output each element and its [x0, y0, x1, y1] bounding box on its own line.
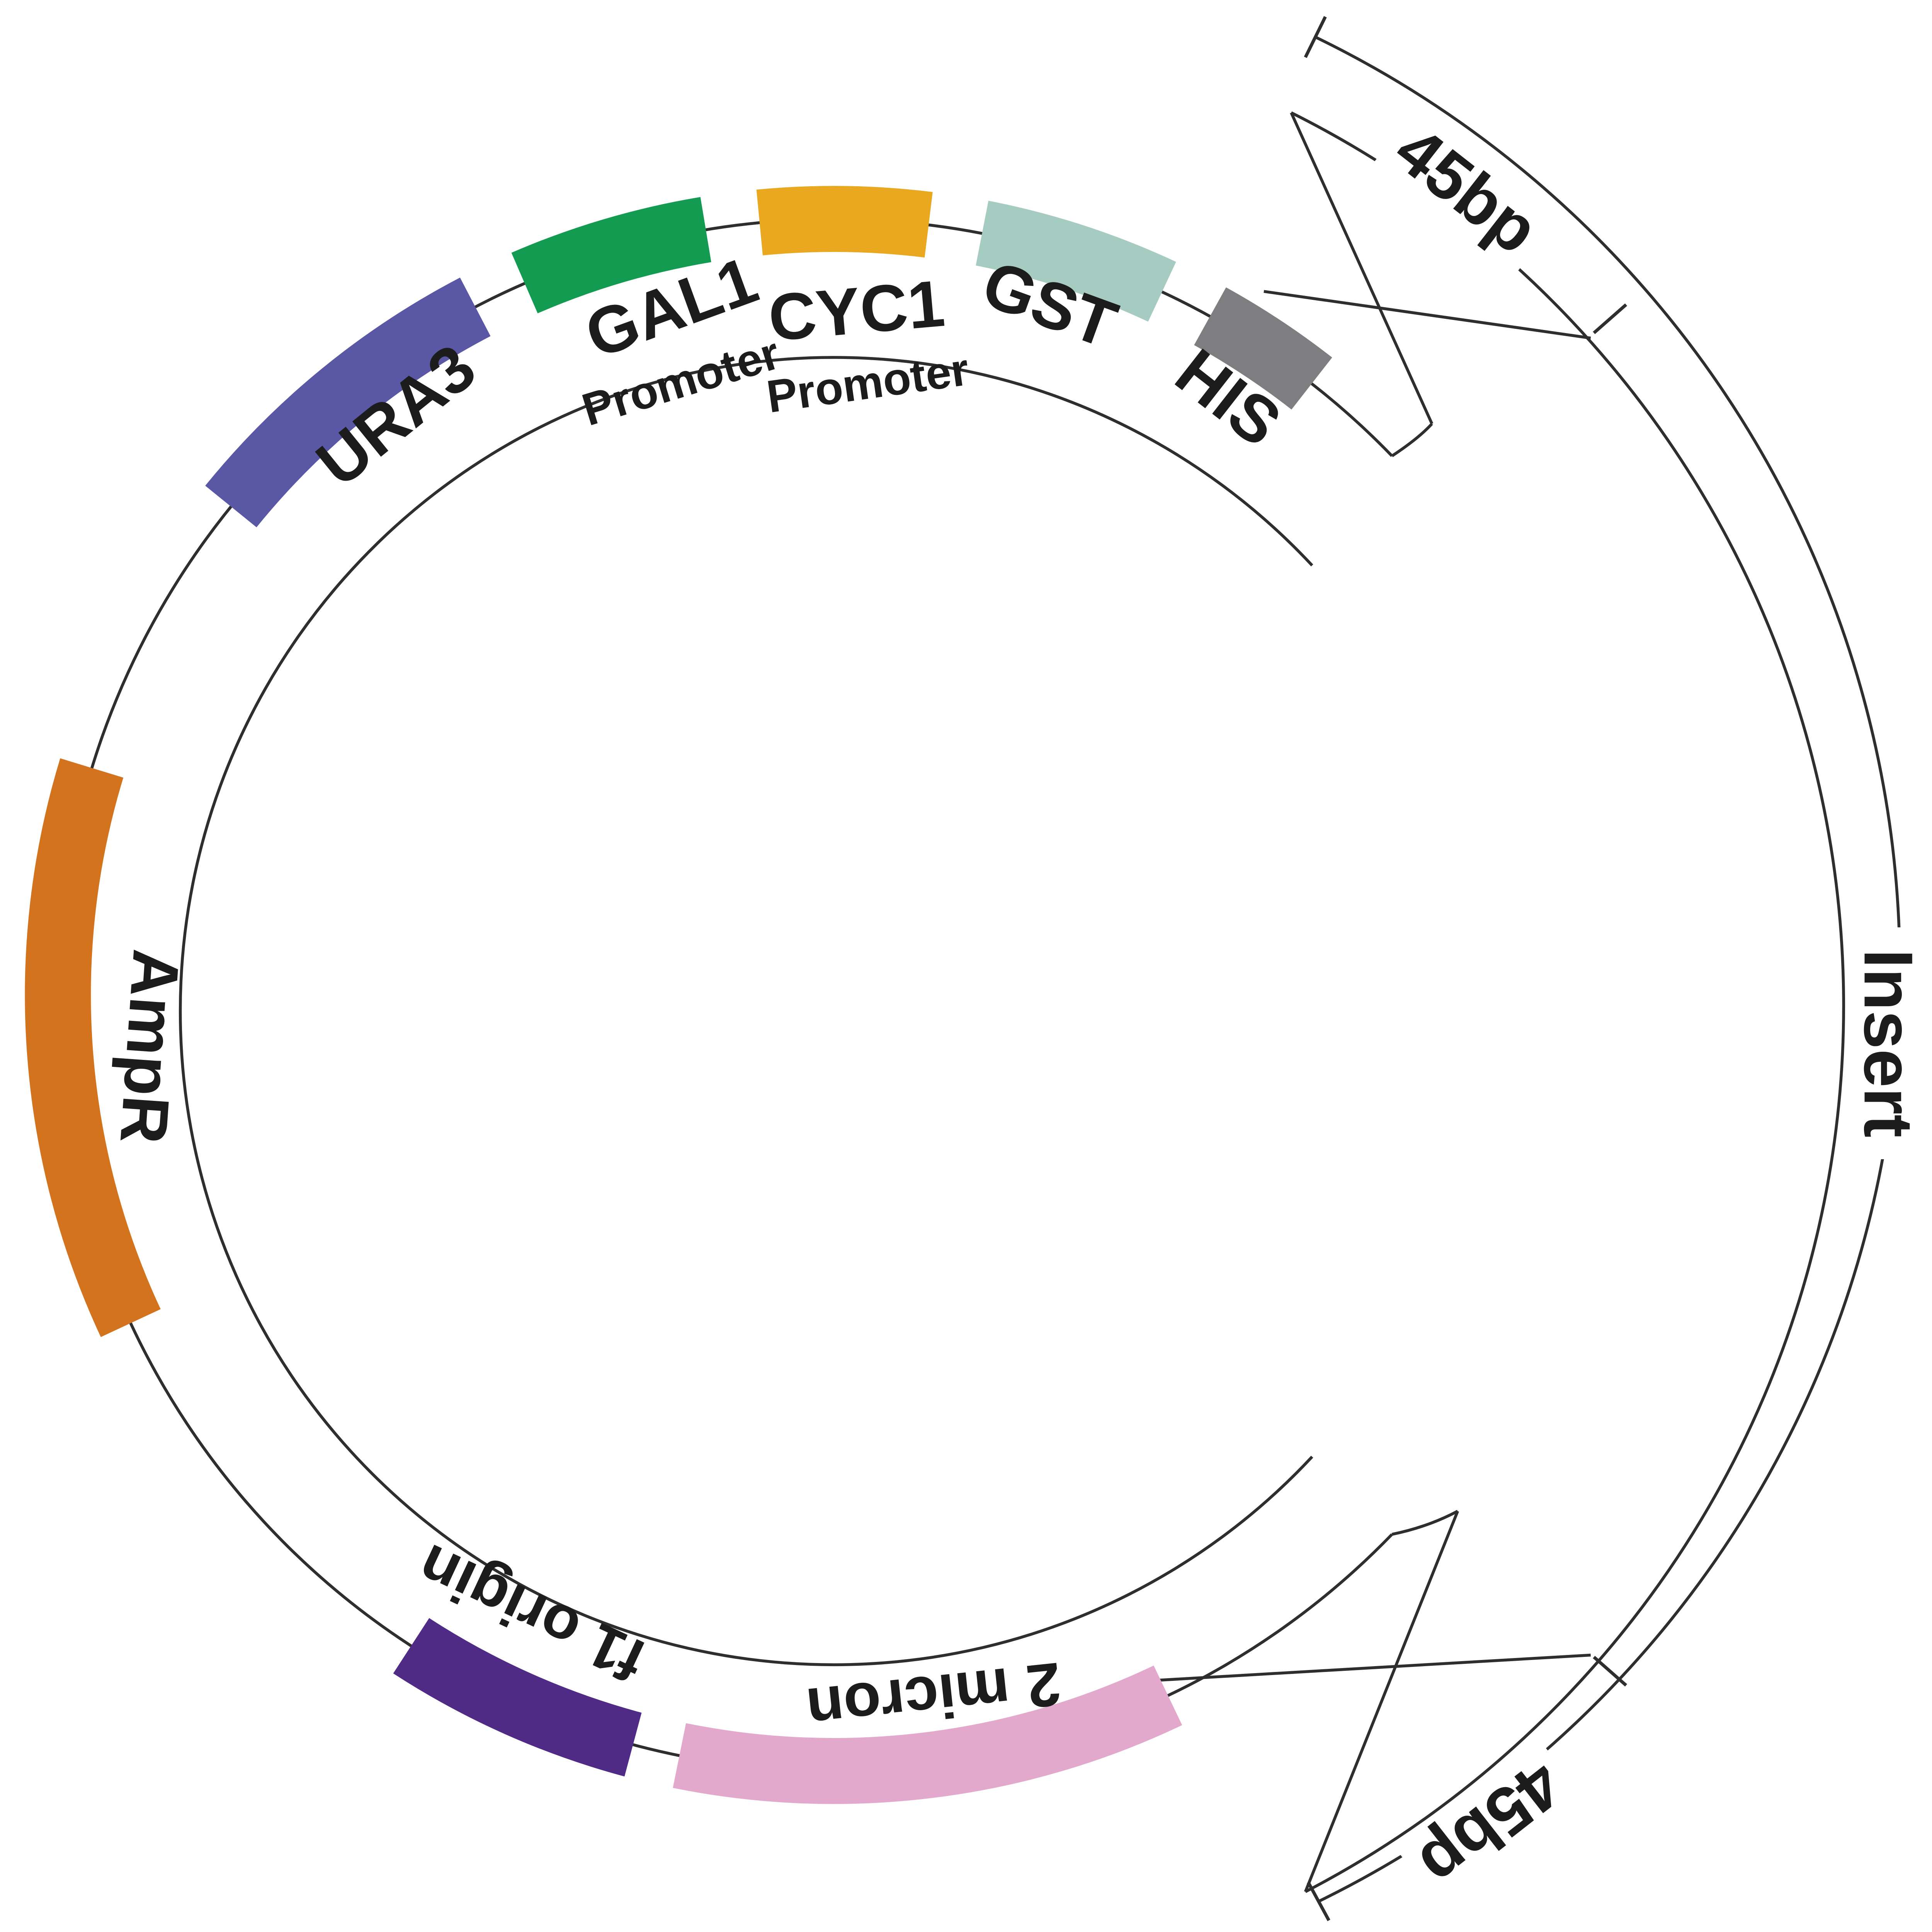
segment-gst [976, 201, 1176, 322]
segment-gal1-promoter [511, 197, 711, 313]
bottom-crossover-line-b [1153, 1653, 1591, 1682]
label-cyc1-promoter: Promoter [764, 344, 972, 423]
label-mask-45bp-top [1372, 104, 1562, 276]
backbone-top-end-tail [1391, 423, 1433, 457]
label-insert: Insert [1850, 949, 1927, 1138]
top-crossover-line-b [1264, 290, 1591, 340]
segment-his [1194, 287, 1332, 410]
plasmid-backbone-inner-arc [179, 356, 1313, 1667]
segment-cyc1-promoter [756, 186, 933, 258]
segment-ampr [25, 758, 161, 1337]
backbone-bottom-end-tail [1391, 1510, 1459, 1536]
label-cyc1: CYC1 [765, 266, 947, 355]
segment-ura3 [205, 277, 491, 527]
homology-tick-top-inner [1593, 303, 1628, 334]
top-crossover-line-a [1290, 112, 1434, 425]
label-mask-45bp-bottom [1396, 1738, 1586, 1910]
homology-tick-top-outer [1304, 16, 1327, 58]
homology-tick-bottom-inner [1593, 1656, 1628, 1687]
homology-tick-bottom-outer [1307, 1881, 1330, 1921]
segment-f1-origin [393, 1618, 642, 1777]
segment-2-micron [673, 1665, 1182, 1804]
insert-arc [1290, 111, 1845, 1893]
homology-annotation-arc [1315, 36, 1901, 1903]
label-mask-insert [1847, 927, 1930, 1159]
bottom-crossover-line-a [1304, 1510, 1459, 1893]
label-ampr: AmpR [106, 947, 194, 1146]
